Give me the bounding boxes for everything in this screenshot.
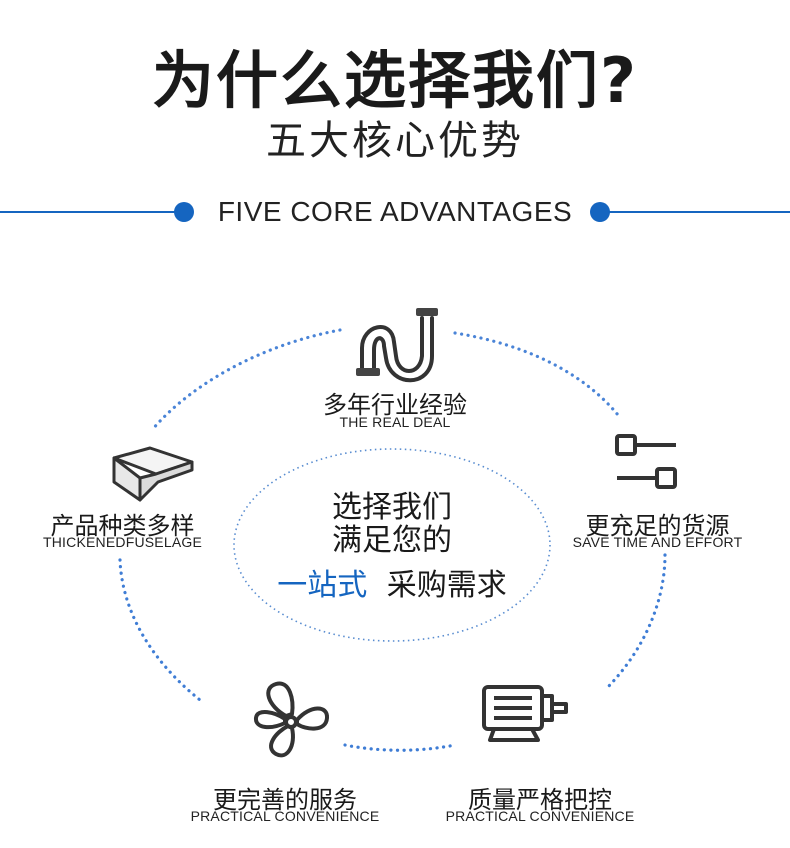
advantage-title-supply: 更充足的货源	[585, 512, 730, 540]
center-line-2: 满足您的	[332, 523, 452, 558]
center-highlight: 一站式	[277, 568, 368, 603]
advantage-subtitle-supply: SAVE TIME AND EFFORT	[572, 534, 743, 550]
outer-dotted-ring	[118, 328, 667, 752]
advantage-subtitle-service: PRACTICAL CONVENIENCE	[190, 808, 380, 824]
page-title: 为什么选择我们?	[152, 44, 638, 117]
inner-dotted-ellipse	[233, 448, 551, 642]
page-subtitle: 五大核心优势	[266, 118, 524, 164]
banner-dot-left	[174, 202, 194, 222]
advantage-title-experience: 多年行业经验	[323, 391, 467, 419]
slider-toggle-icon	[615, 434, 677, 489]
advantage-title-service: 更完善的服务	[213, 786, 357, 814]
advantage-subtitle-variety: THICKENEDFUSELAGE	[43, 534, 202, 550]
fan-blade-icon	[254, 681, 329, 758]
center-line-3-rest: 采购需求	[386, 568, 507, 603]
banner-dot-right	[590, 202, 610, 222]
center-line-3: 一站式 采购需求	[260, 560, 524, 604]
angle-steel-icon	[112, 446, 194, 502]
motor-icon	[482, 685, 568, 742]
advantage-title-variety: 产品种类多样	[50, 512, 195, 540]
advantage-subtitle-experience: THE REAL DEAL	[339, 414, 451, 430]
banner-line-left	[0, 211, 180, 213]
advantage-subtitle-quality: PRACTICAL CONVENIENCE	[445, 808, 635, 824]
center-line-1: 选择我们	[332, 490, 452, 525]
banner-text: FIVE CORE ADVANTAGES	[217, 196, 573, 227]
banner-line-right	[605, 211, 790, 213]
pipe-icon	[356, 308, 438, 383]
advantage-title-quality: 质量严格把控	[468, 786, 612, 814]
